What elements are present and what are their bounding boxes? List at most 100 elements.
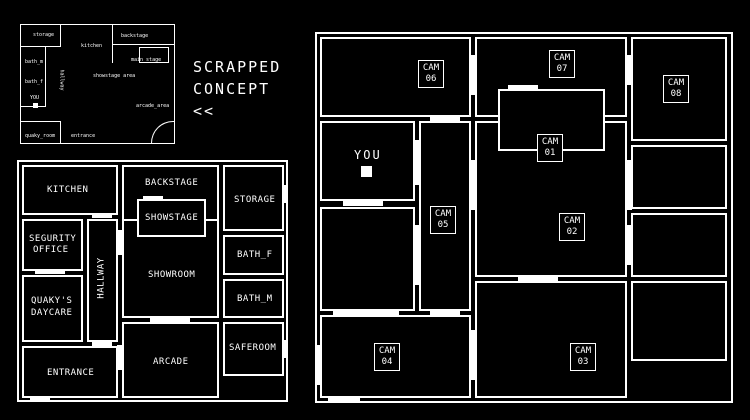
door-saferoom-right xyxy=(283,340,288,358)
room-storage[interactable] xyxy=(223,165,284,231)
camera-map xyxy=(315,32,733,403)
cam-area-top-left xyxy=(320,37,471,117)
you-label: YOU xyxy=(354,148,382,162)
label-security-1: SEGURITY xyxy=(29,234,77,244)
mini-arcade-area-label: arcade_area xyxy=(136,103,170,109)
label-daycare-1: QUAKY'S xyxy=(31,296,73,306)
cam-door-1 xyxy=(508,85,538,90)
label-hallway: HALLWAY xyxy=(96,257,107,299)
door-hallway-showroom xyxy=(117,230,122,255)
cam-door-13 xyxy=(470,330,476,380)
door-hallway-entrance xyxy=(92,341,112,346)
mini-backstage-room xyxy=(113,25,174,45)
door-arcade-left xyxy=(117,345,122,370)
door-storage-right xyxy=(283,185,288,203)
cam-03-label: CAM xyxy=(574,346,592,356)
cam-area-right-2 xyxy=(631,145,727,209)
cam-06-number: 06 xyxy=(425,74,437,84)
cam-door-8 xyxy=(626,160,632,210)
mini-showstage-area-label: showstage area xyxy=(93,73,136,79)
cam-02-label: CAM xyxy=(563,216,581,226)
label-security-2: OFFICE xyxy=(33,245,69,255)
room-entrance[interactable] xyxy=(22,346,118,398)
mini-quaky-room xyxy=(21,121,61,143)
mini-kitchen-room xyxy=(61,25,113,63)
mini-backstage-label: backstage xyxy=(121,33,149,39)
room-daycare[interactable] xyxy=(22,275,83,342)
mini-kitchen-label: kitchen xyxy=(81,43,103,49)
cam-door-9 xyxy=(626,225,632,265)
cam-area-left-mid xyxy=(320,207,415,311)
cam-door-15 xyxy=(328,397,360,403)
cam-07-number: 07 xyxy=(556,64,568,74)
label-bath-m: BATH_M xyxy=(237,294,273,304)
label-kitchen: KITCHEN xyxy=(47,185,89,195)
label-showroom: SHOWROOM xyxy=(148,270,196,280)
cam-door-14 xyxy=(315,345,321,385)
cam-door-6 xyxy=(470,160,476,210)
mini-quaky-room-label: quaky_room xyxy=(25,133,56,139)
title-line-2: CONCEPT xyxy=(193,80,271,98)
label-showstage: SHOWSTAGE xyxy=(145,213,199,223)
cam-05-number: 05 xyxy=(437,220,449,230)
back-button[interactable]: << xyxy=(193,102,216,120)
label-daycare-2: DAYCARE xyxy=(31,308,73,318)
cam-door-10 xyxy=(518,276,558,282)
cam-02-number: 02 xyxy=(566,227,578,237)
room-bath-m[interactable] xyxy=(223,279,284,318)
cam-05-label: CAM xyxy=(434,209,452,219)
mini-entrance-label: entrance xyxy=(71,133,96,139)
room-arcade[interactable] xyxy=(122,322,219,398)
label-bath-f: BATH_F xyxy=(237,250,273,260)
mini-bath-f-label: bath_f xyxy=(25,79,44,85)
mini-main-stage-label: main_stage xyxy=(131,57,162,63)
cam-03-number: 03 xyxy=(577,357,589,367)
cam-door-11 xyxy=(333,310,399,316)
cam-door-16 xyxy=(343,200,383,206)
mini-arcade-curve xyxy=(151,121,174,143)
door-security-daycare xyxy=(35,270,65,274)
cam-door-2 xyxy=(470,55,476,95)
cam-01-number: 01 xyxy=(544,148,556,158)
mini-you-marker xyxy=(33,103,38,108)
cam-04-number: 04 xyxy=(381,357,393,367)
cam-area-right-4 xyxy=(631,281,727,361)
cam-door-3 xyxy=(626,55,632,85)
cam-04-label: CAM xyxy=(378,346,396,356)
door-kitchen-hallway xyxy=(92,214,112,218)
room-bath-f[interactable] xyxy=(223,235,284,275)
cam-08-number: 08 xyxy=(670,89,682,99)
cam-08-label: CAM xyxy=(667,78,685,88)
label-arcade: ARCADE xyxy=(153,357,189,367)
cam-door-4 xyxy=(430,116,460,122)
room-hallway[interactable] xyxy=(87,219,118,342)
cam-06-label: CAM xyxy=(422,63,440,73)
cam-area-right-3 xyxy=(631,213,727,277)
mini-hallway-label: hallway xyxy=(58,69,65,91)
mini-storage-label: storage xyxy=(33,32,55,38)
door-entrance-outside xyxy=(30,397,50,402)
cam-07-label: CAM xyxy=(553,53,571,63)
room-saferoom[interactable] xyxy=(223,322,284,376)
mini-bath-m-label: bath_m xyxy=(25,59,44,65)
mini-map: storage kitchen backstage main_stage bat… xyxy=(20,24,175,144)
label-storage: STORAGE xyxy=(234,195,276,205)
door-showroom-arcade xyxy=(150,318,190,322)
floor-map xyxy=(17,160,288,402)
label-saferoom: SAFEROOM xyxy=(229,343,277,353)
mini-you-label: YOU xyxy=(30,95,40,101)
room-showstage[interactable] xyxy=(137,199,206,237)
cam-area-bottom-mid xyxy=(475,281,627,398)
title-line-1: SCRAPPED xyxy=(193,58,282,76)
cam-door-5 xyxy=(414,140,420,185)
room-kitchen[interactable] xyxy=(22,165,118,215)
label-entrance: ENTRANCE xyxy=(47,368,95,378)
